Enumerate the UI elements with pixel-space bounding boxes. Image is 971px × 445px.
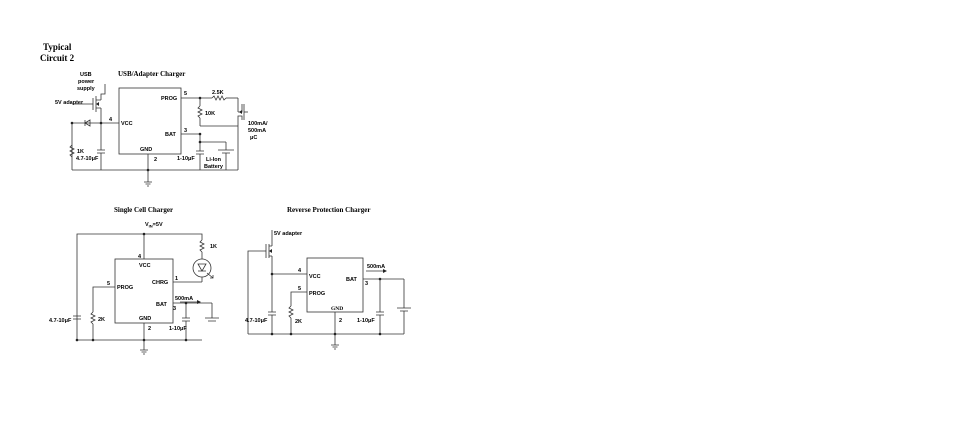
single-pin-gnd: 2 (148, 326, 151, 332)
reverse-pin-bat: 3 (365, 281, 368, 287)
usb-pin-gnd: 2 (154, 157, 157, 163)
usb-2.5k-label: 2.5K (212, 90, 224, 96)
single-charger-title: Single Cell Charger (114, 206, 173, 214)
title-circuit-2: Circuit 2 (40, 53, 75, 63)
reverse-input-capacitor (268, 311, 276, 316)
single-output-capacitor (182, 317, 190, 322)
usb-prog-label: PROG (161, 96, 177, 102)
title-typical: Typical (43, 42, 72, 52)
usb-10k-label: 10K (205, 111, 215, 117)
reverse-bat-label: BAT (346, 277, 358, 283)
reverse-protection-charger-circuit: Reverse Protection Charger 5V adapter VC… (245, 206, 411, 350)
usb-1k-label: 1K (77, 149, 84, 155)
reverse-output-capacitor (376, 311, 384, 316)
usb-mode-label-2: 500mA (248, 128, 266, 134)
single-vcc-label: VCC (139, 263, 151, 269)
single-1k-resistor (199, 239, 205, 253)
single-current-label: 500mA (175, 296, 193, 302)
usb-pmos-transistor (92, 84, 106, 116)
single-prog-label: PROG (117, 285, 133, 291)
single-pin-prog: 5 (107, 281, 110, 287)
usb-5v-adapter-label: 5V adapter (55, 100, 84, 106)
single-chrg-label: CHRG (152, 280, 168, 286)
reverse-5v-adapter-label: 5V adapter (274, 231, 303, 237)
reverse-pin-prog: 5 (298, 286, 301, 292)
reverse-2k-label: 2K (295, 319, 302, 325)
usb-pmos-arrow (96, 102, 99, 106)
usb-gnd-label: GND (140, 147, 152, 153)
single-vin-label: VIN=5V (145, 222, 163, 229)
usb-1k-resistor (69, 144, 75, 158)
usb-pin-vcc: 4 (109, 117, 113, 123)
usb-output-capacitor (196, 150, 204, 155)
single-input-cap-label: 4.7-10μF (49, 318, 72, 324)
reverse-battery-symbol (397, 307, 411, 312)
single-2k-resistor (90, 311, 96, 325)
usb-power-label-3: supply (77, 86, 96, 92)
usb-vcc-label: VCC (121, 121, 133, 127)
usb-adapter-charger-circuit: USB/Adapter Charger USB power supply 5V … (55, 70, 268, 187)
usb-2.5k-resistor (211, 95, 227, 101)
single-output-cap-label: 1-10μF (169, 326, 187, 332)
usb-mode-label-3: μC (250, 135, 257, 141)
reverse-input-cap-label: 4.7-10μF (245, 318, 268, 324)
single-current-arrow (197, 300, 201, 304)
reverse-current-arrow (383, 269, 387, 273)
reverse-charger-ic (306, 257, 364, 313)
single-2k-label: 2K (98, 317, 105, 323)
usb-output-cap-label: 1-10μF (177, 156, 195, 162)
usb-charger-title: USB/Adapter Charger (118, 70, 185, 78)
reverse-current-label: 500mA (367, 264, 385, 270)
reverse-2k-resistor (288, 305, 294, 319)
single-vin-rail (76, 233, 203, 340)
usb-bat-label: BAT (165, 132, 177, 138)
usb-li-ion-battery-symbol (218, 149, 234, 154)
single-gnd-label: GND (139, 316, 151, 322)
usb-input-capacitor (97, 149, 105, 154)
reverse-charger-title: Reverse Protection Charger (287, 206, 370, 214)
reverse-ground-symbol (331, 344, 339, 350)
single-led-light-arrow (206, 272, 214, 279)
single-pin-vcc: 4 (138, 254, 142, 260)
usb-charger-ic (118, 87, 182, 155)
usb-pin-bat: 3 (184, 128, 187, 134)
reverse-vcc-label: VCC (309, 274, 321, 280)
reverse-pin-gnd: 2 (339, 318, 342, 324)
reverse-output-cap-label: 1-10μF (357, 318, 375, 324)
single-led-diode (197, 263, 207, 272)
single-bat-label: BAT (156, 302, 168, 308)
usb-10k-resistor (197, 105, 203, 119)
single-pin-bat: 3 (173, 306, 176, 312)
single-cell-charger-circuit: Single Cell Charger VIN=5V VCC CHRG PROG… (49, 206, 219, 355)
single-pin-chrg: 1 (175, 276, 178, 282)
usb-ground-symbol (144, 181, 152, 187)
usb-pin-prog: 5 (184, 91, 187, 97)
usb-battery-label-2: Battery (204, 164, 224, 170)
usb-power-label-2: power (78, 79, 95, 85)
single-1k-label: 1K (210, 244, 217, 250)
usb-mode-label-1: 100mA/ (248, 121, 268, 127)
usb-battery-label-1: Li-Ion (206, 157, 222, 163)
single-ground-symbol (140, 349, 148, 355)
reverse-pin-vcc: 4 (298, 268, 302, 274)
single-input-capacitor (73, 315, 81, 320)
usb-input-cap-label: 4.7-10μF (76, 156, 99, 162)
reverse-gnd-label: GND (331, 306, 343, 312)
usb-diode (84, 119, 91, 127)
usb-power-label-1: USB (80, 72, 92, 78)
reverse-prog-label: PROG (309, 291, 325, 297)
single-battery-symbol (205, 317, 219, 322)
